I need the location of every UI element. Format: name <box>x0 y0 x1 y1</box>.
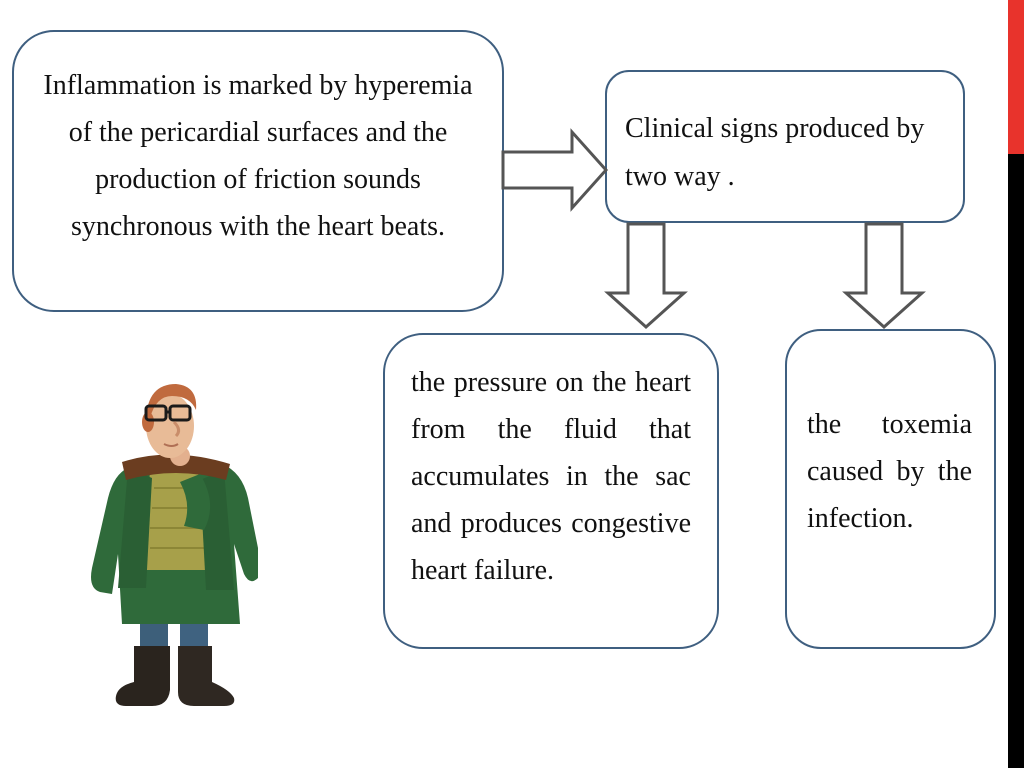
pressure-text: the pressure on the heart from the fluid… <box>411 367 691 586</box>
down-arrow-icon <box>604 222 688 330</box>
slide-edge-bar <box>1008 0 1024 768</box>
inflammation-box: Inflammation is marked by hyperemia of t… <box>12 30 504 312</box>
clinical-signs-box: Clinical signs produced by two way . <box>605 70 965 223</box>
thinking-man-figure <box>91 384 258 706</box>
toxemia-text: the toxemia caused by the infection. <box>807 409 972 534</box>
edge-black-segment <box>1008 154 1024 768</box>
clinical-signs-text: Clinical signs produced by two way . <box>625 113 925 192</box>
edge-red-segment <box>1008 0 1024 154</box>
pressure-box: the pressure on the heart from the fluid… <box>383 333 719 649</box>
toxemia-box: the toxemia caused by the infection. <box>785 329 996 649</box>
right-arrow-icon <box>501 128 609 212</box>
inflammation-text: Inflammation is marked by hyperemia of t… <box>43 70 473 242</box>
down-arrow-icon <box>842 222 926 330</box>
